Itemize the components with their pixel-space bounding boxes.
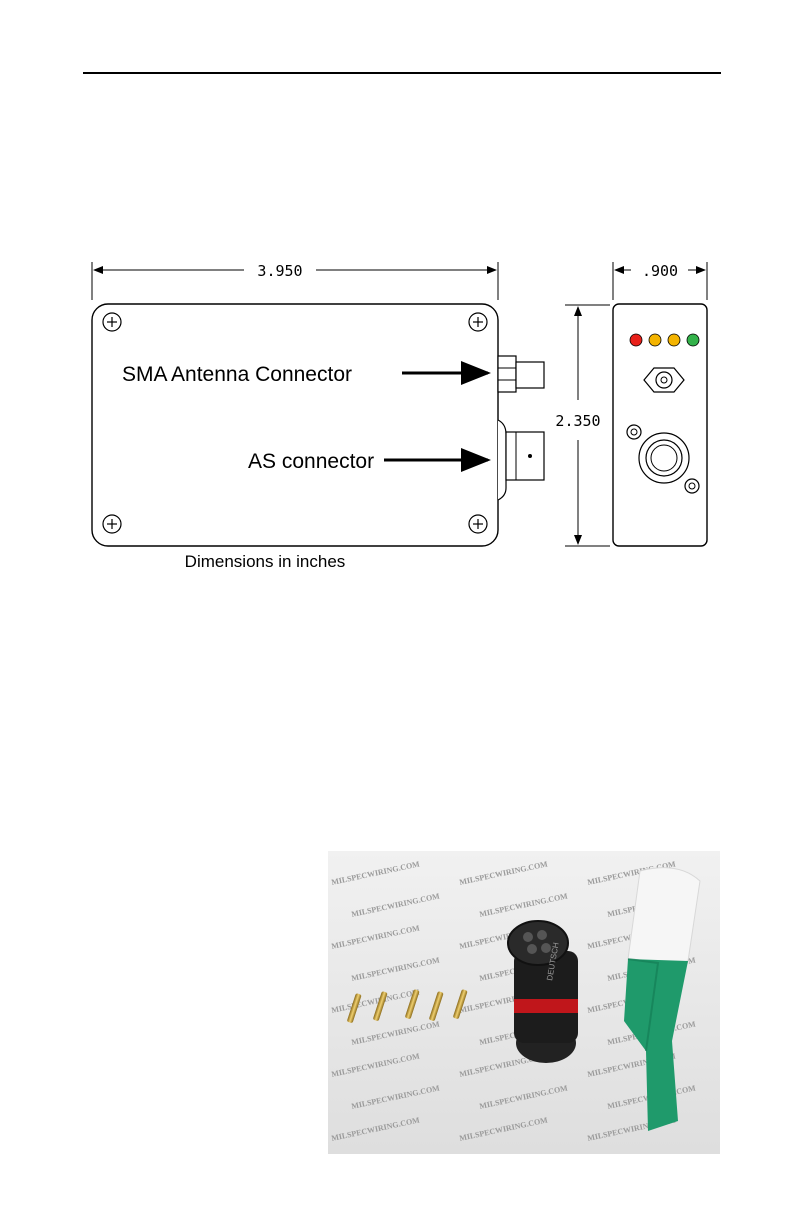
width-dimension: 3.950 [91,262,499,300]
depth-dimension: .900 [612,262,708,300]
green-boot [624,867,701,1131]
connector-body [514,951,578,1043]
connector-band [514,999,578,1013]
screw-icon [102,514,122,534]
figure-caption: Dimensions in inches [184,552,346,571]
screw-icon [468,312,488,332]
height-dimension: 2.350 [555,304,610,547]
enclosure-end-view [612,303,708,547]
width-dimension-value: 3.950 [257,262,302,280]
sma-connector-side [497,355,545,393]
screw-icon [102,312,122,332]
as-connector-label: AS connector [248,450,374,473]
status-led-green [686,333,700,347]
deutsch-connector: DEUTSCH [507,920,578,1063]
as-connector-side [497,419,545,501]
sma-connector-label: SMA Antenna Connector [122,363,352,386]
enclosure-top-view: SMA Antenna Connector AS connector [91,303,545,547]
depth-dimension-value: .900 [642,262,678,280]
height-dimension-value: 2.350 [555,412,600,430]
boot-body [624,959,688,1131]
header-rule [83,72,721,74]
screw-icon [468,514,488,534]
status-led-amber [667,333,681,347]
sma-connector-end [643,367,685,393]
status-led-red [629,333,643,347]
connector-face [507,920,569,966]
dimension-drawing: 3.950 .900 2.350 [91,262,708,547]
status-led-amber [648,333,662,347]
contact-pins [347,989,468,1023]
as-connector-end [626,424,700,494]
